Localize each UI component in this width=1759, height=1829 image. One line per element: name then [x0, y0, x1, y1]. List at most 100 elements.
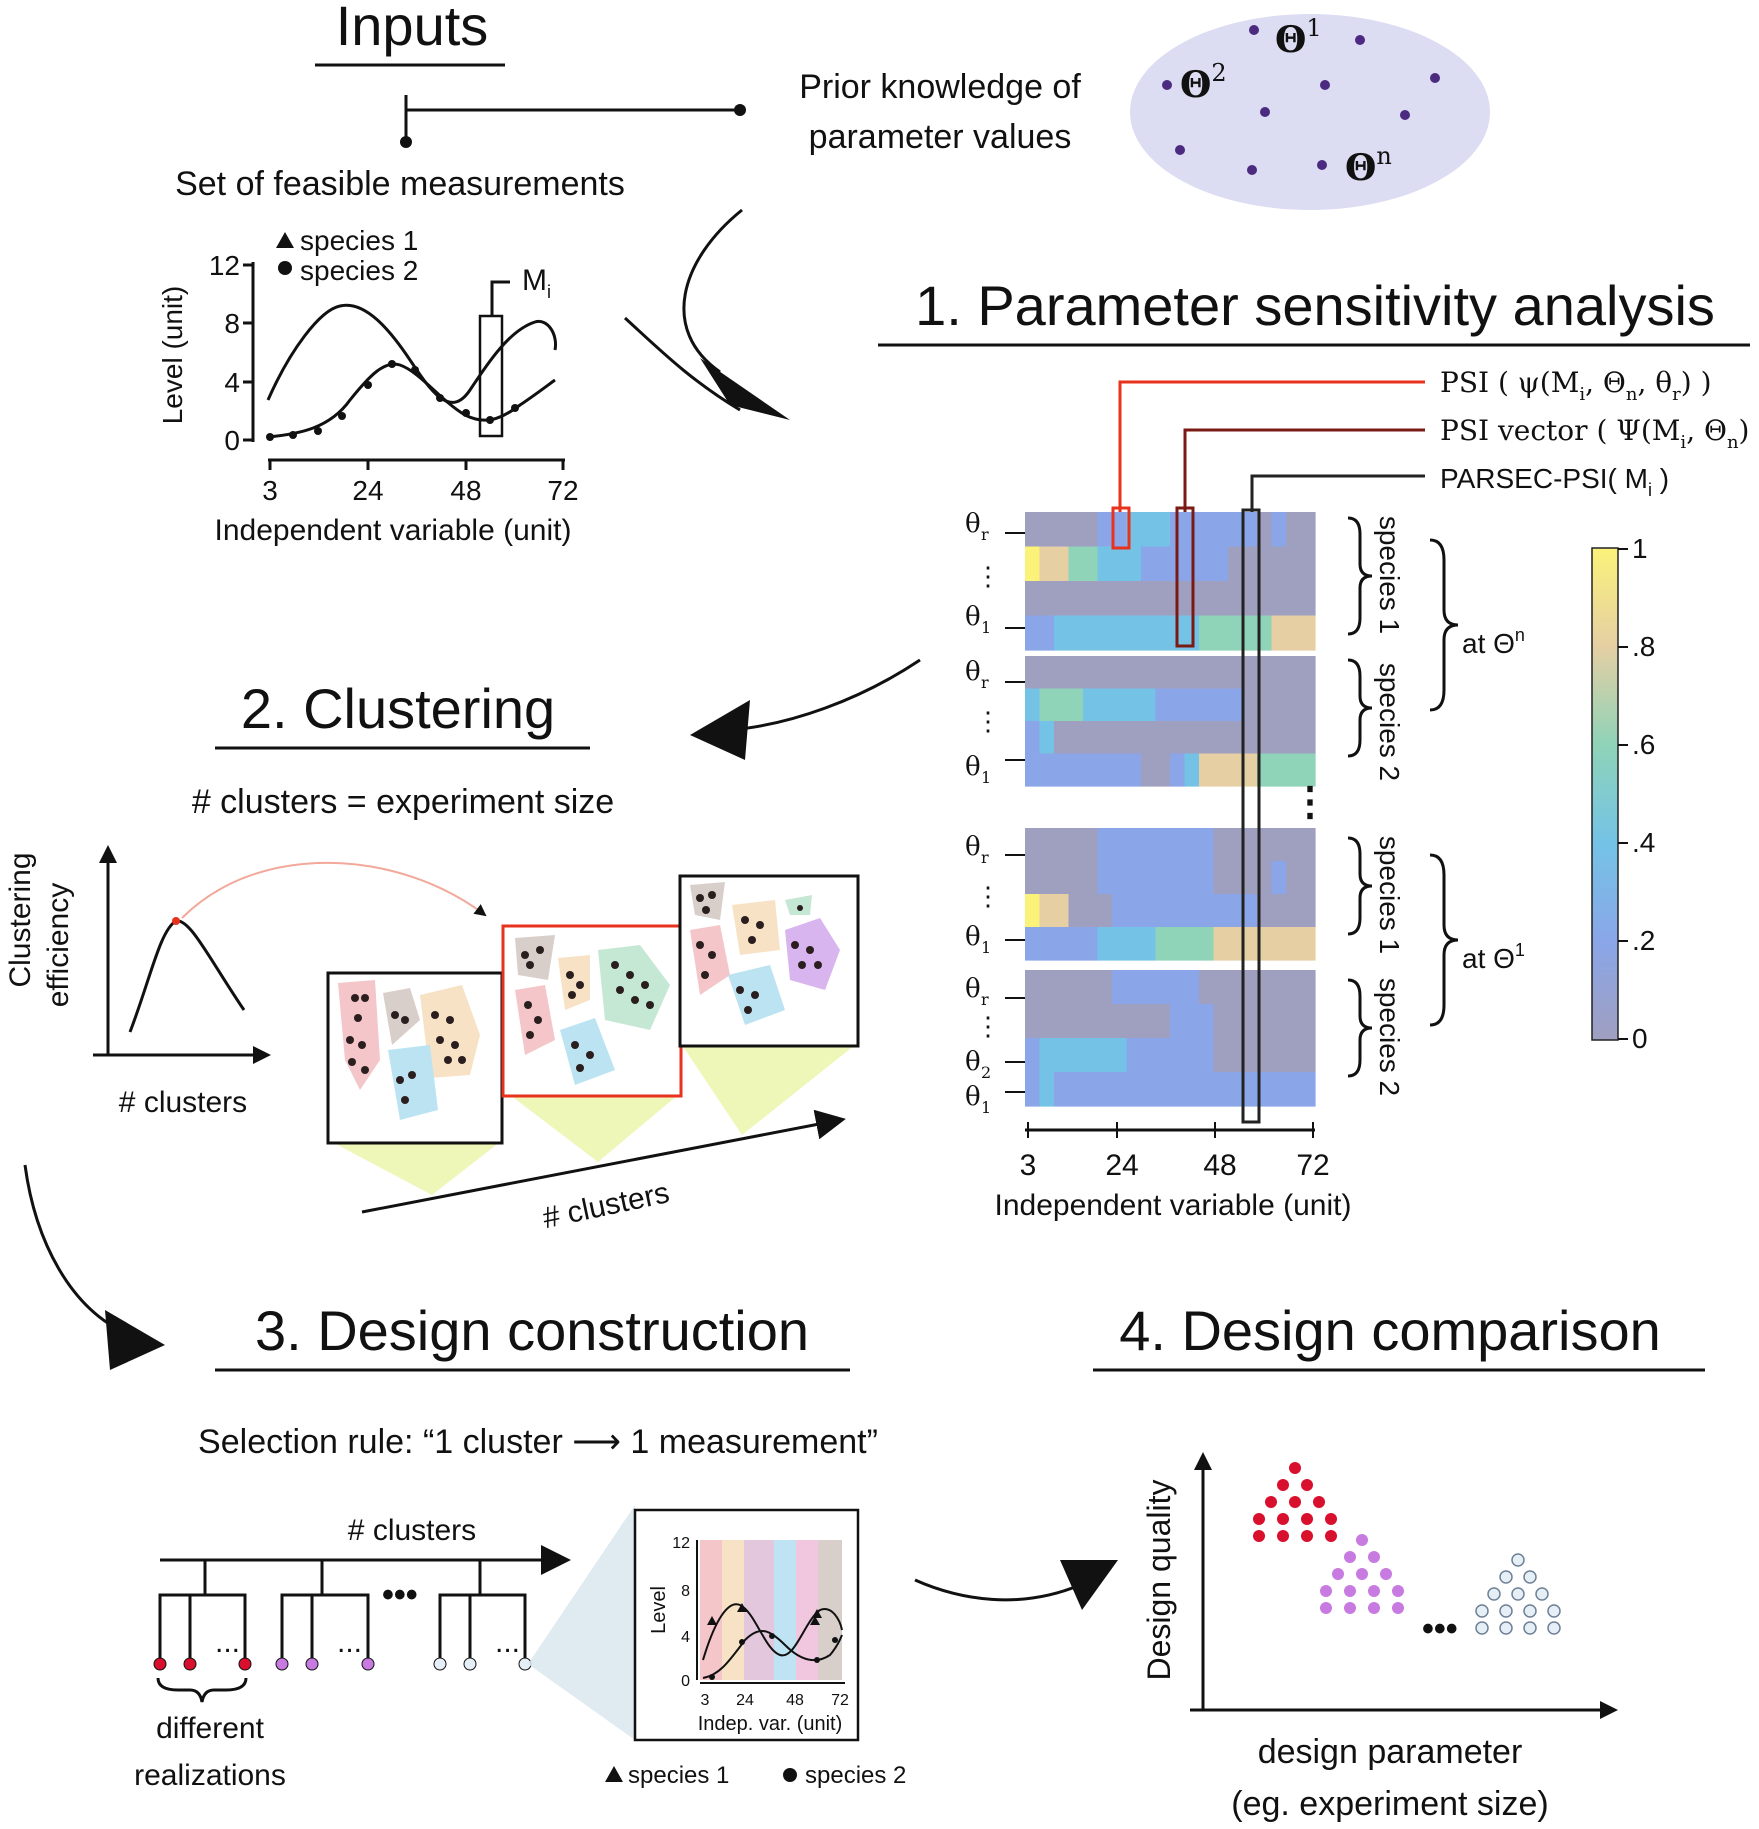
- design-dot: [1301, 1479, 1313, 1491]
- heatmap-cell: [1300, 861, 1316, 895]
- heatmap-cell: [1242, 546, 1258, 582]
- design-dot: [1277, 1530, 1289, 1542]
- heatmap-cell: [1213, 512, 1229, 548]
- heatmap-cell: [1213, 656, 1229, 690]
- heatmap-cell: [1199, 721, 1215, 755]
- input-legend-species2: species 2: [300, 255, 418, 286]
- heatmap-cell: [1155, 615, 1171, 651]
- step1-to-step2-arrow: [729, 658, 921, 732]
- heatmap-cell: [1228, 1004, 1244, 1039]
- heatmap-cell: [1068, 828, 1084, 862]
- step3-title: 3. Design construction: [255, 1299, 809, 1362]
- design-dot: [1547, 1604, 1561, 1618]
- heatmap-cell: [1271, 828, 1287, 862]
- legend-circle-icon: [278, 261, 292, 275]
- heatmap-cell: [1054, 894, 1070, 928]
- heatmap-cell: [1039, 656, 1055, 690]
- heatmap-cell: [1286, 512, 1302, 548]
- psi-vector-label: PSI vector ( Ψ(Mi, Θn) ): [1440, 414, 1759, 453]
- heatmap-cell: [1039, 615, 1055, 651]
- heatmap-cell: [1257, 581, 1273, 617]
- hm-xtick-3: 3: [1020, 1149, 1037, 1182]
- heatmap-cell: [1242, 927, 1258, 961]
- heatmap-cell: [1083, 970, 1099, 1005]
- heatmap-cell: [1213, 828, 1229, 862]
- mini-xlabel: Indep. var. (unit): [698, 1713, 843, 1735]
- realizations-label-1: different: [156, 1712, 265, 1745]
- heatmap-cell: [1039, 721, 1055, 755]
- svg-text:...: ...: [215, 1626, 240, 1659]
- heatmap-cell: [1025, 861, 1041, 895]
- heatmap-cell: [1184, 688, 1200, 722]
- svg-text:⋮: ⋮: [975, 562, 1001, 592]
- heatmap-cell: [1126, 828, 1142, 862]
- design-dot: [1380, 1568, 1392, 1580]
- colorbar-tick-06: .6: [1632, 729, 1655, 760]
- svg-text:...: ...: [337, 1626, 362, 1659]
- heatmap-cell: [1141, 894, 1157, 928]
- heatmap-cell: [1068, 581, 1084, 617]
- heatmap-cell: [1039, 581, 1055, 617]
- heatmap-cell: [1271, 581, 1287, 617]
- heatmap-cell: [1213, 894, 1229, 928]
- heatmap-cell: [1257, 753, 1273, 787]
- heatmap-cell: [1054, 970, 1070, 1005]
- mini-xtick-72: 72: [831, 1692, 849, 1709]
- mini-legend-triangle-icon: [605, 1766, 623, 1782]
- colorbar-tick-08: .8: [1632, 631, 1655, 662]
- mini-xtick-24: 24: [736, 1692, 754, 1709]
- heatmap-cell: [1112, 656, 1128, 690]
- heatmap-cell: [1257, 1004, 1273, 1039]
- design-dot: [1368, 1585, 1380, 1597]
- heatmap-cell: [1257, 970, 1273, 1005]
- heatmap-cell: [1126, 581, 1142, 617]
- heatmap-cell: [1184, 970, 1200, 1005]
- heatmap-cell: [1242, 688, 1258, 722]
- design-dot: [1547, 1621, 1561, 1635]
- design-dot: [1253, 1513, 1265, 1525]
- heatmap-cell: [1025, 688, 1041, 722]
- heatmap-cell: [1112, 615, 1128, 651]
- colorbar-tick-0: 0: [1632, 1023, 1648, 1054]
- heatmap-cell: [1242, 894, 1258, 928]
- heatmap-cell: [1126, 1072, 1142, 1107]
- heatmap-cell: [1112, 1072, 1128, 1107]
- design-dot: [1475, 1604, 1489, 1618]
- heatmap-ellipsis: ⋮: [1290, 780, 1330, 824]
- heatmap-cell: [1083, 1072, 1099, 1107]
- heatmap-cell: [1025, 721, 1041, 755]
- heatmap-cell: [1083, 656, 1099, 690]
- heatmap-cell: [1300, 546, 1316, 582]
- heatmap-cell: [1257, 656, 1273, 690]
- heatmap-cell: [1068, 894, 1084, 928]
- design-dot: [1289, 1496, 1301, 1508]
- heatmap-cell: [1054, 512, 1070, 548]
- svg-text:2: 2: [981, 1063, 991, 1082]
- heatmap-cell: [1025, 970, 1041, 1005]
- heatmap-cell: [1242, 721, 1258, 755]
- heatmap-cell: [1039, 861, 1055, 895]
- design-dot: [1487, 1587, 1501, 1601]
- prior-label-line1: Prior knowledge of: [799, 68, 1081, 106]
- design-quality-dots: [1253, 1462, 1561, 1635]
- heatmap-cell: [1300, 721, 1316, 755]
- heatmap-cell: [1228, 1072, 1244, 1107]
- heatmap-cell: [1170, 1038, 1186, 1073]
- quality-xlabel-2: (eg. experiment size): [1231, 1785, 1548, 1823]
- heatmap-cell: [1184, 1004, 1200, 1039]
- heatmap-cell: [1155, 688, 1171, 722]
- inputs-section: Inputs Prior knowledge of parameter valu…: [175, 0, 1490, 210]
- heatmap-cell: [1141, 512, 1157, 548]
- hm4-theta-r: θ: [965, 974, 981, 1004]
- mini-legend-circle-icon: [783, 1768, 797, 1782]
- heatmap-cell: [1155, 1072, 1171, 1107]
- heatmap-cell: [1083, 615, 1099, 651]
- heatmap-cell: [1155, 970, 1171, 1005]
- heatmap-cell: [1054, 656, 1070, 690]
- legend-triangle-icon: [276, 232, 294, 248]
- heatmap-cell: [1286, 615, 1302, 651]
- feasible-label: Set of feasible measurements: [175, 165, 625, 203]
- feasible-dot: [400, 136, 412, 148]
- heatmap-cell: [1300, 1038, 1316, 1073]
- heatmap-cell: [1257, 721, 1273, 755]
